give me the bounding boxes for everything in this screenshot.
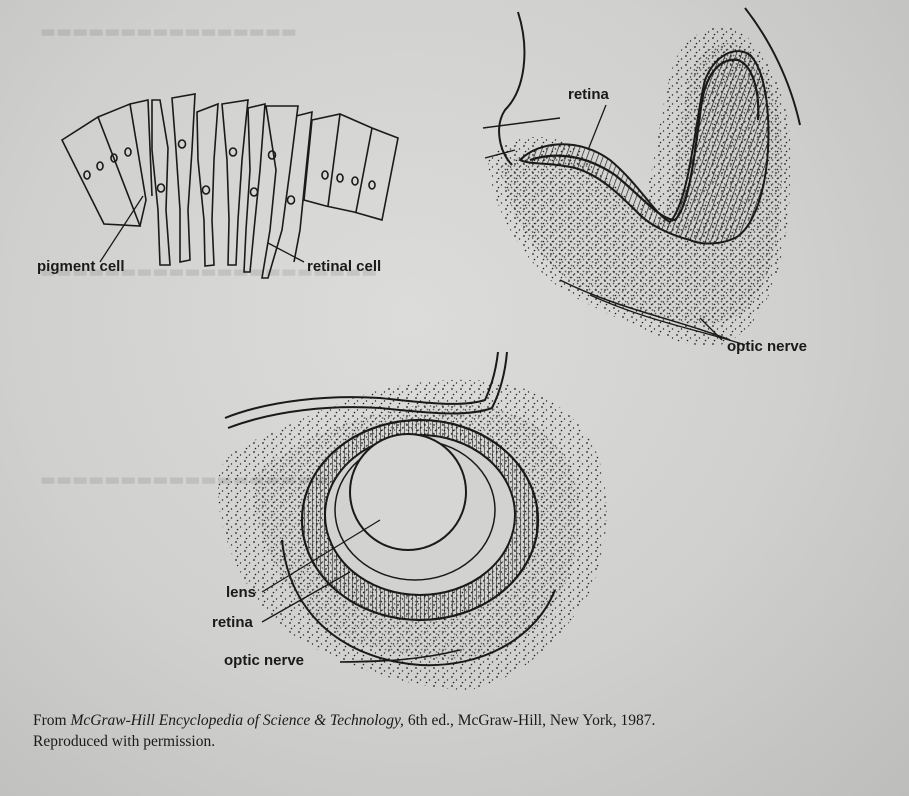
caption-prefix: From	[33, 712, 70, 729]
retina-label-bottom: retina	[212, 614, 253, 631]
retina-label-top: retina	[568, 86, 609, 103]
caption-source-title: McGraw-Hill Encyclopedia of Science & Te…	[70, 712, 403, 729]
figure-caption: From McGraw-Hill Encyclopedia of Science…	[33, 710, 873, 752]
eye-cross-section-figure	[218, 352, 606, 690]
optic-nerve-label-bottom: optic nerve	[224, 652, 304, 669]
caption-details: 6th ed., McGraw-Hill, New York, 1987.	[404, 712, 655, 729]
pigment-cell-label: pigment cell	[37, 258, 125, 275]
retinal-cell-label: retinal cell	[307, 258, 381, 275]
retina-cup-figure	[483, 8, 800, 346]
optic-nerve-label-top: optic nerve	[727, 338, 807, 355]
caption-permission: Reproduced with permission.	[33, 733, 215, 750]
retinal-cells-figure	[62, 94, 398, 278]
lens-label: lens	[226, 584, 256, 601]
